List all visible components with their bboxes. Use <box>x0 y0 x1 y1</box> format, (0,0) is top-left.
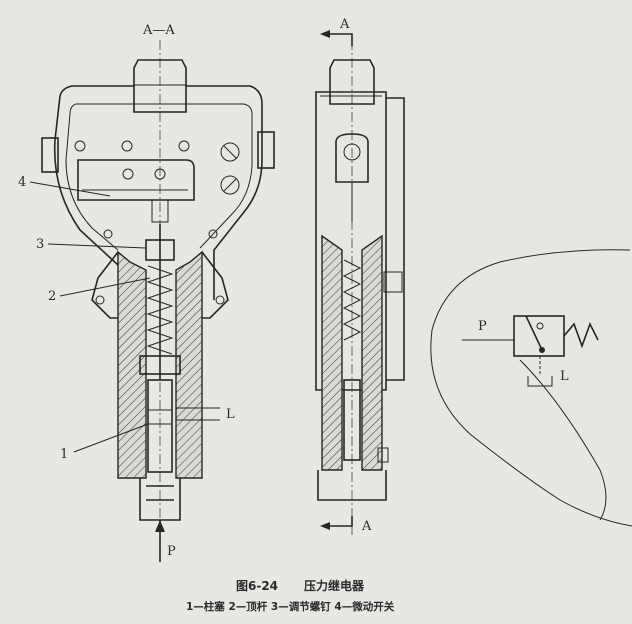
symbol-label-p: P <box>478 319 487 334</box>
leader-3 <box>47 243 147 249</box>
side-boss-left <box>41 137 59 173</box>
side-housing <box>315 91 387 391</box>
callout-3: 3 <box>36 237 44 252</box>
top-plug <box>133 59 187 113</box>
symbol-spring <box>563 321 599 349</box>
leader-4 <box>29 181 111 197</box>
label-l-left: L <box>226 407 235 422</box>
section-arrow-top <box>324 33 353 46</box>
side-plunger <box>343 379 361 461</box>
figure-title: 压力继电器 <box>304 578 365 593</box>
side-body-left-hatch <box>321 234 343 471</box>
section-mark-bottom: A <box>361 519 372 534</box>
symbol-tank <box>527 376 553 387</box>
side-spring <box>342 259 362 341</box>
callout-4: 4 <box>18 175 26 190</box>
housing-holes <box>74 140 240 239</box>
symbol-label-l: L <box>560 369 569 384</box>
callout-1: 1 <box>60 447 68 462</box>
side-body-right-hatch <box>361 234 383 471</box>
hydraulic-symbol: P L <box>430 249 632 527</box>
symbol-switch-arm <box>525 315 543 351</box>
switch-contact <box>151 199 169 223</box>
side-micro-switch <box>335 133 369 183</box>
hand-drawn-circle <box>430 249 632 527</box>
background-text-ghost <box>300 20 630 440</box>
spring-seat <box>139 355 181 375</box>
callout-2: 2 <box>48 289 56 304</box>
micro-switch <box>77 159 195 201</box>
side-bracket <box>383 271 403 293</box>
figure-number: 图6-24 <box>236 579 278 593</box>
section-view-aa: A—A <box>18 23 275 562</box>
leader-1 <box>73 423 149 453</box>
side-top-plug <box>329 59 375 105</box>
figure-caption: 图6-24 压力继电器 1—柱塞 2—顶杆 3—调节螺钉 4—微动开关 <box>186 578 395 613</box>
valve-body <box>91 250 229 479</box>
side-lower-fitting <box>317 470 387 501</box>
side-cover <box>386 97 405 381</box>
label-p-left: P <box>167 544 176 559</box>
housing-cavity <box>65 103 253 251</box>
plunger <box>147 379 173 473</box>
housing-outline <box>53 85 263 300</box>
section-arrow-bottom <box>324 516 353 527</box>
leader-2 <box>59 277 151 297</box>
side-boss-right <box>257 131 275 169</box>
figure-legend: 1—柱塞 2—顶杆 3—调节螺钉 4—微动开关 <box>186 600 395 613</box>
hand-drawn-stroke <box>519 359 607 521</box>
side-view: A A <box>315 17 405 535</box>
section-mark-left: A—A <box>142 23 175 38</box>
section-mark-top: A <box>339 17 350 32</box>
